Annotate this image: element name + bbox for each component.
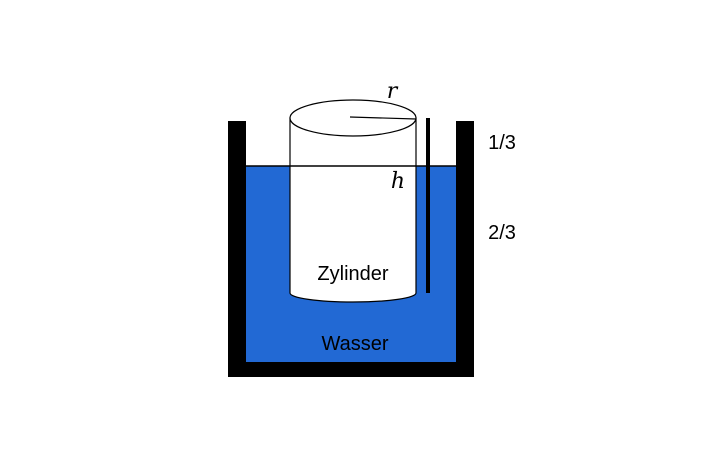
upper-fraction-label: 1/3 <box>488 132 516 154</box>
cylinder-top <box>289 99 417 137</box>
height-label: h <box>391 169 405 194</box>
radius-label: r <box>387 79 399 104</box>
container-right-wall <box>456 121 474 377</box>
container-left-wall <box>228 121 246 377</box>
cylinder-label: Zylinder <box>317 263 388 285</box>
container-bottom <box>228 362 474 377</box>
lower-fraction-label: 2/3 <box>488 222 516 244</box>
cylinder-body <box>289 117 417 303</box>
radius-line <box>349 116 417 120</box>
water-label: Wasser <box>321 333 388 355</box>
container <box>228 121 474 377</box>
